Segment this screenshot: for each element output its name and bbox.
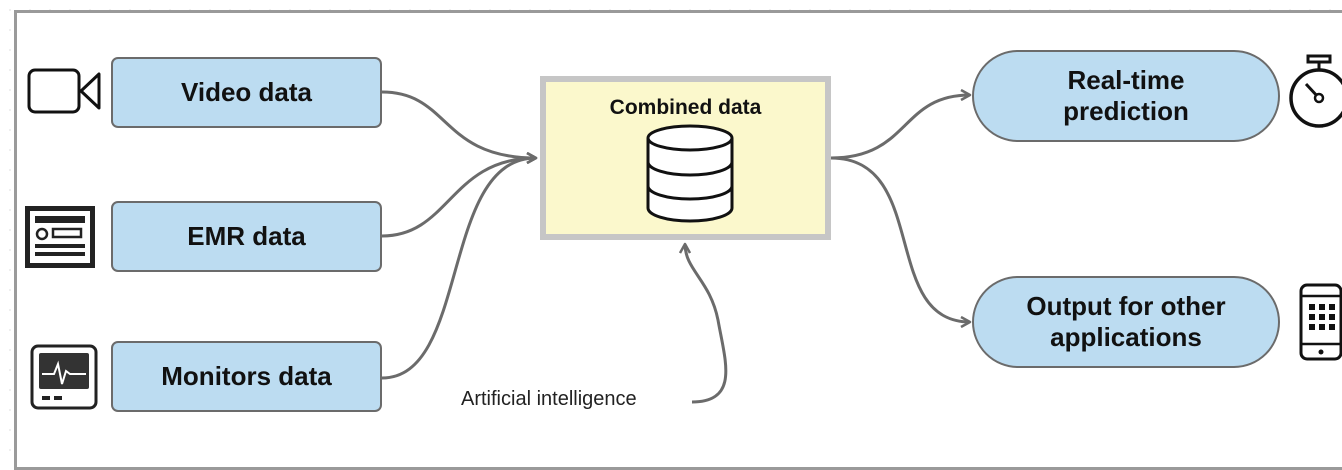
- arrow-ai-to-combined: [685, 244, 728, 404]
- connectors: [381, 0, 1342, 404]
- real-time-prediction-box: Real-time prediction: [972, 50, 1280, 142]
- arrow-video-to-combined: [381, 90, 536, 158]
- smartphone-icon: [1299, 283, 1342, 361]
- emr-data-box: EMR data: [111, 201, 382, 272]
- arrow-combined-to-prediction: [830, 95, 970, 160]
- database-icon: [646, 124, 734, 223]
- combined-data-title: Combined data: [609, 96, 762, 119]
- video-data-box: Video data: [111, 57, 382, 128]
- output-applications-box: Output for other applications: [972, 276, 1280, 368]
- emr-record-icon: [25, 206, 95, 268]
- arrow-combined-to-applications: [830, 156, 970, 322]
- patient-monitor-icon: [30, 344, 98, 410]
- arrow-monitors-to-combined: [381, 158, 536, 380]
- video-camera-icon: [27, 68, 101, 114]
- artificial-intelligence-label: Artificial intelligence: [461, 388, 637, 410]
- monitors-data-box: Monitors data: [111, 341, 382, 412]
- combined-data-box: Combined data: [540, 76, 831, 240]
- arrow-emr-to-combined: [381, 158, 536, 238]
- stopwatch-icon: [1289, 54, 1342, 128]
